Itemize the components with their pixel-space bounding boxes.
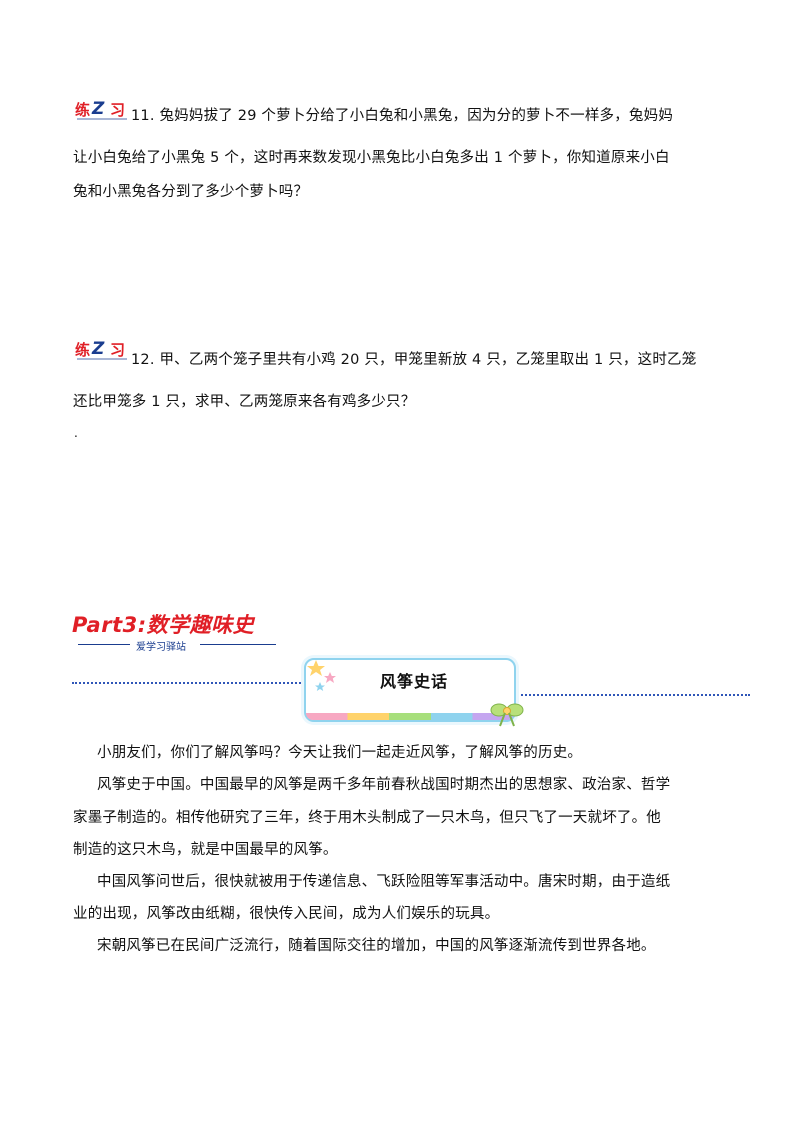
bow-icon <box>490 703 524 727</box>
q11-line-1: 11. 兔妈妈拔了 29 个萝卜分给了小白兔和小黑兔，因为分的萝卜不一样多，兔妈… <box>131 108 674 124</box>
article-paragraph-3-line-2: 业的出现，风筝改由纸糊，很快传入民间，成为人们娱乐的玩具。 <box>73 906 500 922</box>
svg-text:练: 练 <box>75 341 90 359</box>
practice-badge-icon: 练 Z 习 <box>75 99 127 120</box>
part3-title: Part3:数学趣味史 <box>72 613 255 637</box>
article-paragraph-2-line-2: 家墨子制造的。相传他研究了三年，终于用木头制成了一只木鸟，但只飞了一天就坏了。他 <box>73 810 661 826</box>
subtitle-right-rule <box>200 644 276 645</box>
article-paragraph-2-line-1: 风筝史于中国。中国最早的风筝是两千多年前春秋战国时期杰出的思想家、政治家、哲学 <box>97 777 671 793</box>
banner-title: 风筝史话 <box>380 672 449 691</box>
stray-dot: . <box>74 426 78 440</box>
svg-text:Z: Z <box>91 339 105 359</box>
article-paragraph-2-line-3: 制造的这只木鸟，就是中国最早的风筝。 <box>73 842 338 858</box>
article-paragraph-1: 小朋友们，你们了解风筝吗？今天让我们一起走近风筝，了解风筝的历史。 <box>97 745 583 761</box>
practice-badge-icon: 练 Z 习 <box>75 339 127 360</box>
dotted-rule-right <box>514 694 750 696</box>
q11-line-2: 让小白兔给了小黑兔 5 个，这时再来数发现小黑兔比小白兔多出 1 个萝卜，你知道… <box>73 150 670 166</box>
article-paragraph-3-line-1: 中国风筝问世后，很快就被用于传递信息、飞跃险阻等军事活动中。唐宋时期，由于造纸 <box>97 874 671 890</box>
svg-text:练: 练 <box>75 101 90 119</box>
svg-text:习: 习 <box>110 341 125 359</box>
q12-line-1: 12. 甲、乙两个笼子里共有小鸡 20 只，甲笼里新放 4 只，乙笼里取出 1 … <box>131 352 697 368</box>
banner-stripes <box>306 713 514 720</box>
svg-text:习: 习 <box>110 101 125 119</box>
q11-line-3: 兔和小黑兔各分到了多少个萝卜吗？ <box>73 184 309 200</box>
subtitle-left-rule <box>78 644 130 645</box>
article-paragraph-4: 宋朝风筝已在民间广泛流行，随着国际交往的增加，中国的风筝逐渐流传到世界各地。 <box>97 938 656 954</box>
svg-text:Z: Z <box>91 99 105 119</box>
section-banner <box>304 658 516 722</box>
q12-line-2: 还比甲笼多 1 只，求甲、乙两笼原来各有鸡多少只？ <box>73 394 416 410</box>
stars-icon <box>307 660 336 691</box>
dotted-rule-left <box>72 682 308 684</box>
part3-subtitle: 爱学习驿站 <box>136 642 186 653</box>
